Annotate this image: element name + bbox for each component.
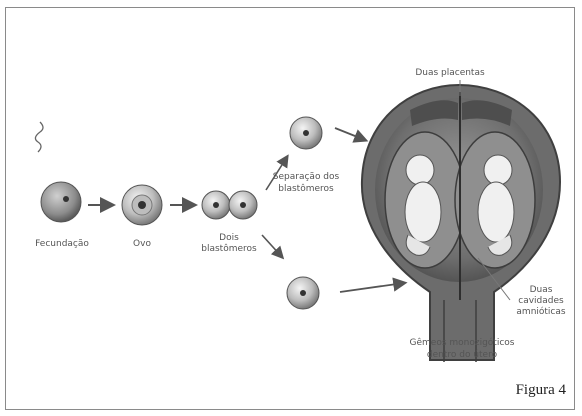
label-separacao-line2: blastômeros <box>278 183 334 194</box>
arrow-bottom-to-uterus <box>340 283 404 292</box>
label-duas-cavidades-line2: cavidades <box>518 296 564 306</box>
blastomere-bottom <box>287 277 319 309</box>
zygote-cell <box>41 182 81 222</box>
label-gemeos-line1: Gêmeos monozigóticos <box>410 337 515 348</box>
label-fecundacao: Fecundação <box>35 239 89 249</box>
label-gemeos-line2: dentro do útero <box>427 350 498 360</box>
label-duas-cavidades-line3: amnióticas <box>516 306 565 317</box>
figure-caption: Figura 4 <box>516 382 567 398</box>
arrow-top-to-uterus <box>335 128 365 140</box>
label-dois-line2: blastômeros <box>201 243 257 254</box>
label-ovo: Ovo <box>133 239 151 249</box>
egg-cell <box>122 185 162 225</box>
two-blastomeres <box>202 191 257 219</box>
label-separacao-line1: Separação dos <box>273 172 340 182</box>
uterus-illustration <box>362 80 560 362</box>
blastomere-top <box>290 117 322 149</box>
sperm-tail <box>35 122 43 152</box>
label-duas-placentas: Duas placentas <box>415 68 485 78</box>
label-dois-line1: Dois <box>219 233 239 243</box>
arrow-separation-down <box>262 235 282 257</box>
label-duas-cavidades-line1: Duas <box>530 285 553 295</box>
